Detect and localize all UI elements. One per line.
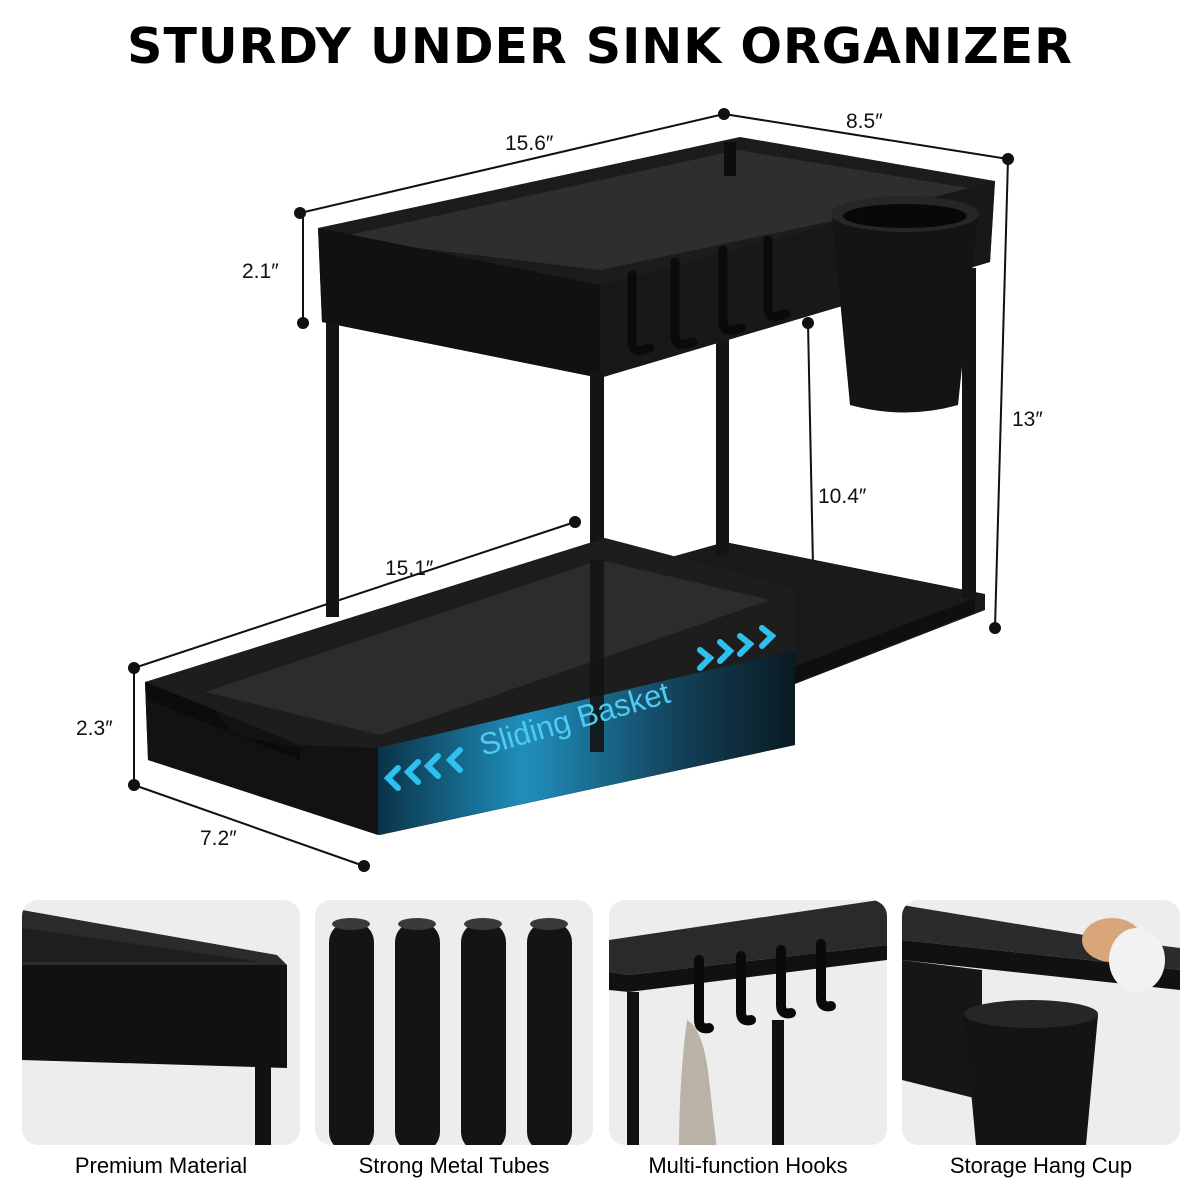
organizer-diagram: Sliding Basket 15.6″ 8.5″ 2.1″ 13″ 10.4″… [76,108,1043,872]
metal-tubes-image [329,918,572,1145]
feature-caption-hooks: Multi-function Hooks [648,1153,848,1178]
dim-top-height: 2.1″ [242,260,279,283]
dim-top-depth: 8.5″ [846,110,883,133]
hang-cup [831,196,979,413]
shelf-corner-image [22,910,287,1145]
hooks-image [609,900,887,1145]
leg-back-right [962,268,976,598]
feature-panel-hang-cup [902,900,1180,1145]
dim-total-height: 13″ [1012,408,1043,431]
dim-top-length: 15.6″ [505,132,554,155]
arrow-left-icons [383,747,463,791]
feature-caption-premium-material: Premium Material [74,1153,248,1178]
feature-caption-hang-cup: Storage Hang Cup [949,1153,1133,1178]
leg-front-left [326,322,339,617]
hang-cup-image [902,905,1180,1145]
page-title: STURDY UNDER SINK ORGANIZER [127,18,1073,75]
hooks [627,235,791,355]
feature-panel-premium-material [22,900,300,1145]
dim-basket-depth: 7.2″ [200,827,237,850]
leg-back-middle [716,335,729,555]
sliding-basket [145,538,795,835]
dim-inner-height: 10.4″ [818,485,867,508]
feature-caption-metal-tubes: Strong Metal Tubes [358,1153,550,1178]
feature-panel-hooks [609,900,887,1145]
leg-front-middle-overlay [590,560,604,752]
dim-basket-height: 2.3″ [76,717,113,740]
arrow-right-icons [697,625,777,671]
dim-basket-length: 15.1″ [385,557,434,580]
feature-panel-metal-tubes [315,900,593,1145]
